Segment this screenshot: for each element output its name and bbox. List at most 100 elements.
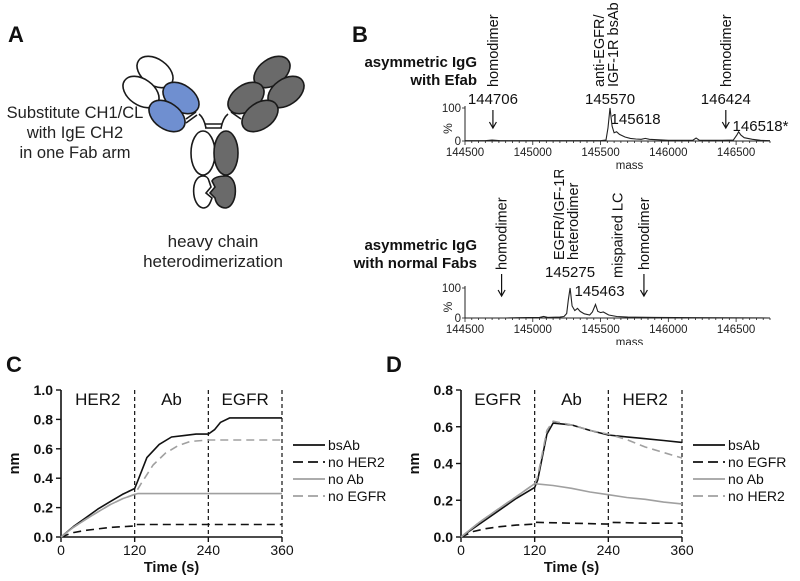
x-tick-label: 0: [57, 542, 65, 558]
series-no-ab: [60, 492, 282, 538]
legend-label: no HER2: [328, 454, 385, 470]
y-tick-label: 0.8: [34, 411, 54, 427]
y-tick-label: 0.2: [434, 492, 454, 508]
antibody-diagram: [122, 55, 305, 209]
arrow-down-icon: [639, 289, 648, 298]
x-tick-label: 240: [597, 542, 621, 558]
ch2-dark: [213, 130, 239, 176]
peak-annotation: 145463 mispaired LC: [575, 193, 627, 300]
phase-label: HER2: [75, 390, 120, 409]
y-tick-label: 100: [442, 283, 461, 295]
x-tick-label: 360: [270, 542, 294, 558]
panel-label-d: D: [386, 352, 402, 377]
fc-region: [190, 130, 239, 209]
x-tick-label: 145500: [581, 147, 619, 159]
peak-value-label: 145618: [611, 111, 661, 128]
peak-annotation: homodimer: [495, 197, 511, 298]
y-axis-label: nm: [407, 453, 423, 475]
x-tick-label: 146000: [649, 324, 687, 336]
svg-text:145463: 145463: [575, 283, 625, 300]
series-bsab: [460, 422, 683, 538]
y-tick-label: 0: [455, 136, 461, 148]
heterodimerization-caption: heavy chain heterodimerization: [143, 232, 283, 271]
svg-text:144706: 144706: [468, 91, 518, 108]
ch3-dark-hole: [208, 175, 237, 209]
arrow-down-icon: [488, 121, 497, 130]
x-tick-label: 146000: [649, 147, 687, 159]
legend-label: no EGFR: [328, 488, 386, 504]
x-tick-label: 0: [457, 542, 465, 558]
svg-text:anti-EGFR/: anti-EGFR/: [592, 14, 608, 87]
x-axis-label: mass: [616, 337, 644, 345]
phase-label: HER2: [622, 390, 667, 409]
blue-ch1-domain: [148, 99, 186, 133]
peak-annotation: 146424 homodimer: [701, 14, 751, 130]
x-tick-label: 146500: [717, 147, 755, 159]
x-tick-label: 360: [670, 542, 694, 558]
svg-text:146424: 146424: [701, 91, 751, 108]
y-axis-label: %: [441, 301, 455, 312]
left-fab-arm: [122, 55, 200, 133]
legend-label: no HER2: [728, 488, 785, 504]
x-tick-label: 120: [523, 542, 547, 558]
ms-top-title: asymmetric IgG with Efab: [364, 54, 477, 89]
y-tick-label: 0: [455, 313, 461, 325]
series-no-egfr: [60, 439, 282, 538]
svg-text:145570: 145570: [585, 91, 635, 108]
arrow-down-icon: [497, 289, 506, 298]
x-axis-label: mass: [616, 160, 644, 170]
peak-value-label: 146518*: [733, 118, 789, 135]
y-tick-label: 0.4: [434, 456, 454, 472]
x-tick-label: 120: [123, 542, 147, 558]
phase-label: EGFR: [474, 390, 521, 409]
series-bsab: [60, 417, 282, 538]
ms-axes: 144500 145000 145500 146000 146500 0 100% mass: [441, 103, 771, 170]
hinge: [198, 113, 229, 129]
series-no-her2: [60, 523, 282, 538]
series-no-her2: [460, 420, 683, 538]
panel-label-c: C: [6, 352, 22, 377]
x-axis-label: Time (s): [544, 560, 600, 576]
ms-bottom-title: asymmetric IgG with normal Fabs: [353, 237, 477, 272]
svg-text:145275: 145275: [545, 264, 595, 281]
x-tick-label: 144500: [446, 147, 484, 159]
x-tick-label: 145500: [581, 324, 619, 336]
phase-label: Ab: [161, 390, 182, 409]
y-tick-label: 0.8: [434, 382, 454, 398]
disulfide-left: [185, 111, 198, 124]
legend-label: no Ab: [328, 471, 364, 487]
svg-text:homodimer: homodimer: [637, 197, 653, 270]
x-tick-label: 145000: [514, 147, 552, 159]
panel-label-a: A: [8, 22, 24, 47]
series-no-egfr: [460, 521, 682, 538]
x-tick-label: 146500: [717, 324, 755, 336]
spectrum-line: [465, 107, 771, 142]
spectrum-line: [465, 287, 771, 319]
series-no-ab: [460, 482, 683, 538]
y-tick-label: 0.6: [34, 441, 54, 457]
arrow-down-icon: [721, 121, 730, 130]
svg-text:EGFR/IGF-1R: EGFR/IGF-1R: [552, 170, 568, 260]
phase-label: EGFR: [222, 390, 269, 409]
legend-label: no Ab: [728, 471, 764, 487]
peak-annotation: homodimer: [637, 197, 653, 298]
y-tick-label: 100: [442, 103, 461, 115]
y-tick-label: 0.0: [34, 529, 54, 545]
phase-label: Ab: [561, 390, 582, 409]
legend-label: bsAb: [728, 437, 760, 453]
svg-text:mispaired LC: mispaired LC: [611, 193, 627, 278]
right-fab-arm: [227, 55, 305, 133]
x-tick-label: 240: [197, 542, 221, 558]
y-axis-label: %: [441, 123, 455, 134]
svg-text:homodimer: homodimer: [719, 14, 735, 87]
